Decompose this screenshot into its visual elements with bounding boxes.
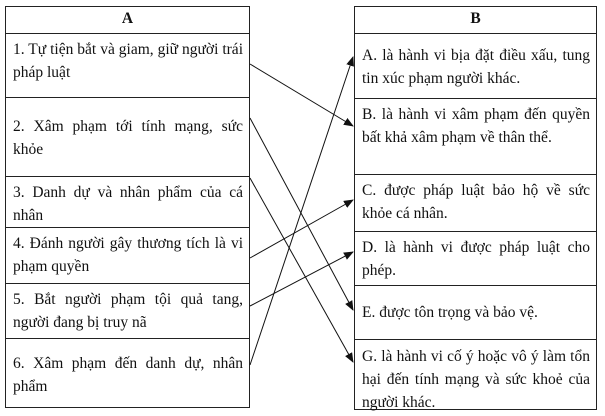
column-a-header: A xyxy=(121,10,134,27)
connector-3-to-G xyxy=(249,177,354,363)
column-a-item-1: 1. Tự tiện bắt và giam, giữ người trái p… xyxy=(6,33,249,97)
connector-4-to-C xyxy=(249,199,354,259)
column-b-item-E: E. được tôn trọng và bảo vệ. xyxy=(355,285,596,339)
table-column-a: A 1. Tự tiện bắt và giam, giữ người trái… xyxy=(5,6,250,408)
table-column-b: B A. là hành vi bịa đặt điều xấu, tung t… xyxy=(354,6,597,411)
column-a-item-5: 5. Bắt người phạm tội quả tang, người đa… xyxy=(6,283,249,338)
column-a-item-6: 6. Xâm phạm đến danh dự, nhân phẩm xyxy=(6,338,249,409)
connector-6-to-A xyxy=(249,56,354,366)
column-b-item-D: D. là hành vi được pháp luật cho phép. xyxy=(355,231,596,285)
column-b-item-C: C. được pháp luật bảo hộ về sức khỏe cá … xyxy=(355,174,596,231)
column-a-item-3: 3. Danh dự và nhân phẩm của cá nhân xyxy=(6,176,249,227)
column-a-item-4: 4. Đánh người gây thương tích là vi phạm… xyxy=(6,227,249,283)
column-b-item-A: A. là hành vi bịa đặt điều xấu, tung tin… xyxy=(355,33,596,98)
column-a-item-2: 2. Xâm phạm tới tính mạng, sức khỏe xyxy=(6,97,249,176)
connector-1-to-B xyxy=(249,63,354,127)
connector-5-to-D xyxy=(249,251,354,307)
connector-2-to-E xyxy=(249,117,354,311)
column-b-item-G: G. là hành vi cố ý hoặc vô ý làm tổn hại… xyxy=(355,339,596,411)
column-b-item-B: B. là hành vi xâm phạm đến quyền bất khả… xyxy=(355,98,596,174)
column-b-header: B xyxy=(470,10,481,27)
